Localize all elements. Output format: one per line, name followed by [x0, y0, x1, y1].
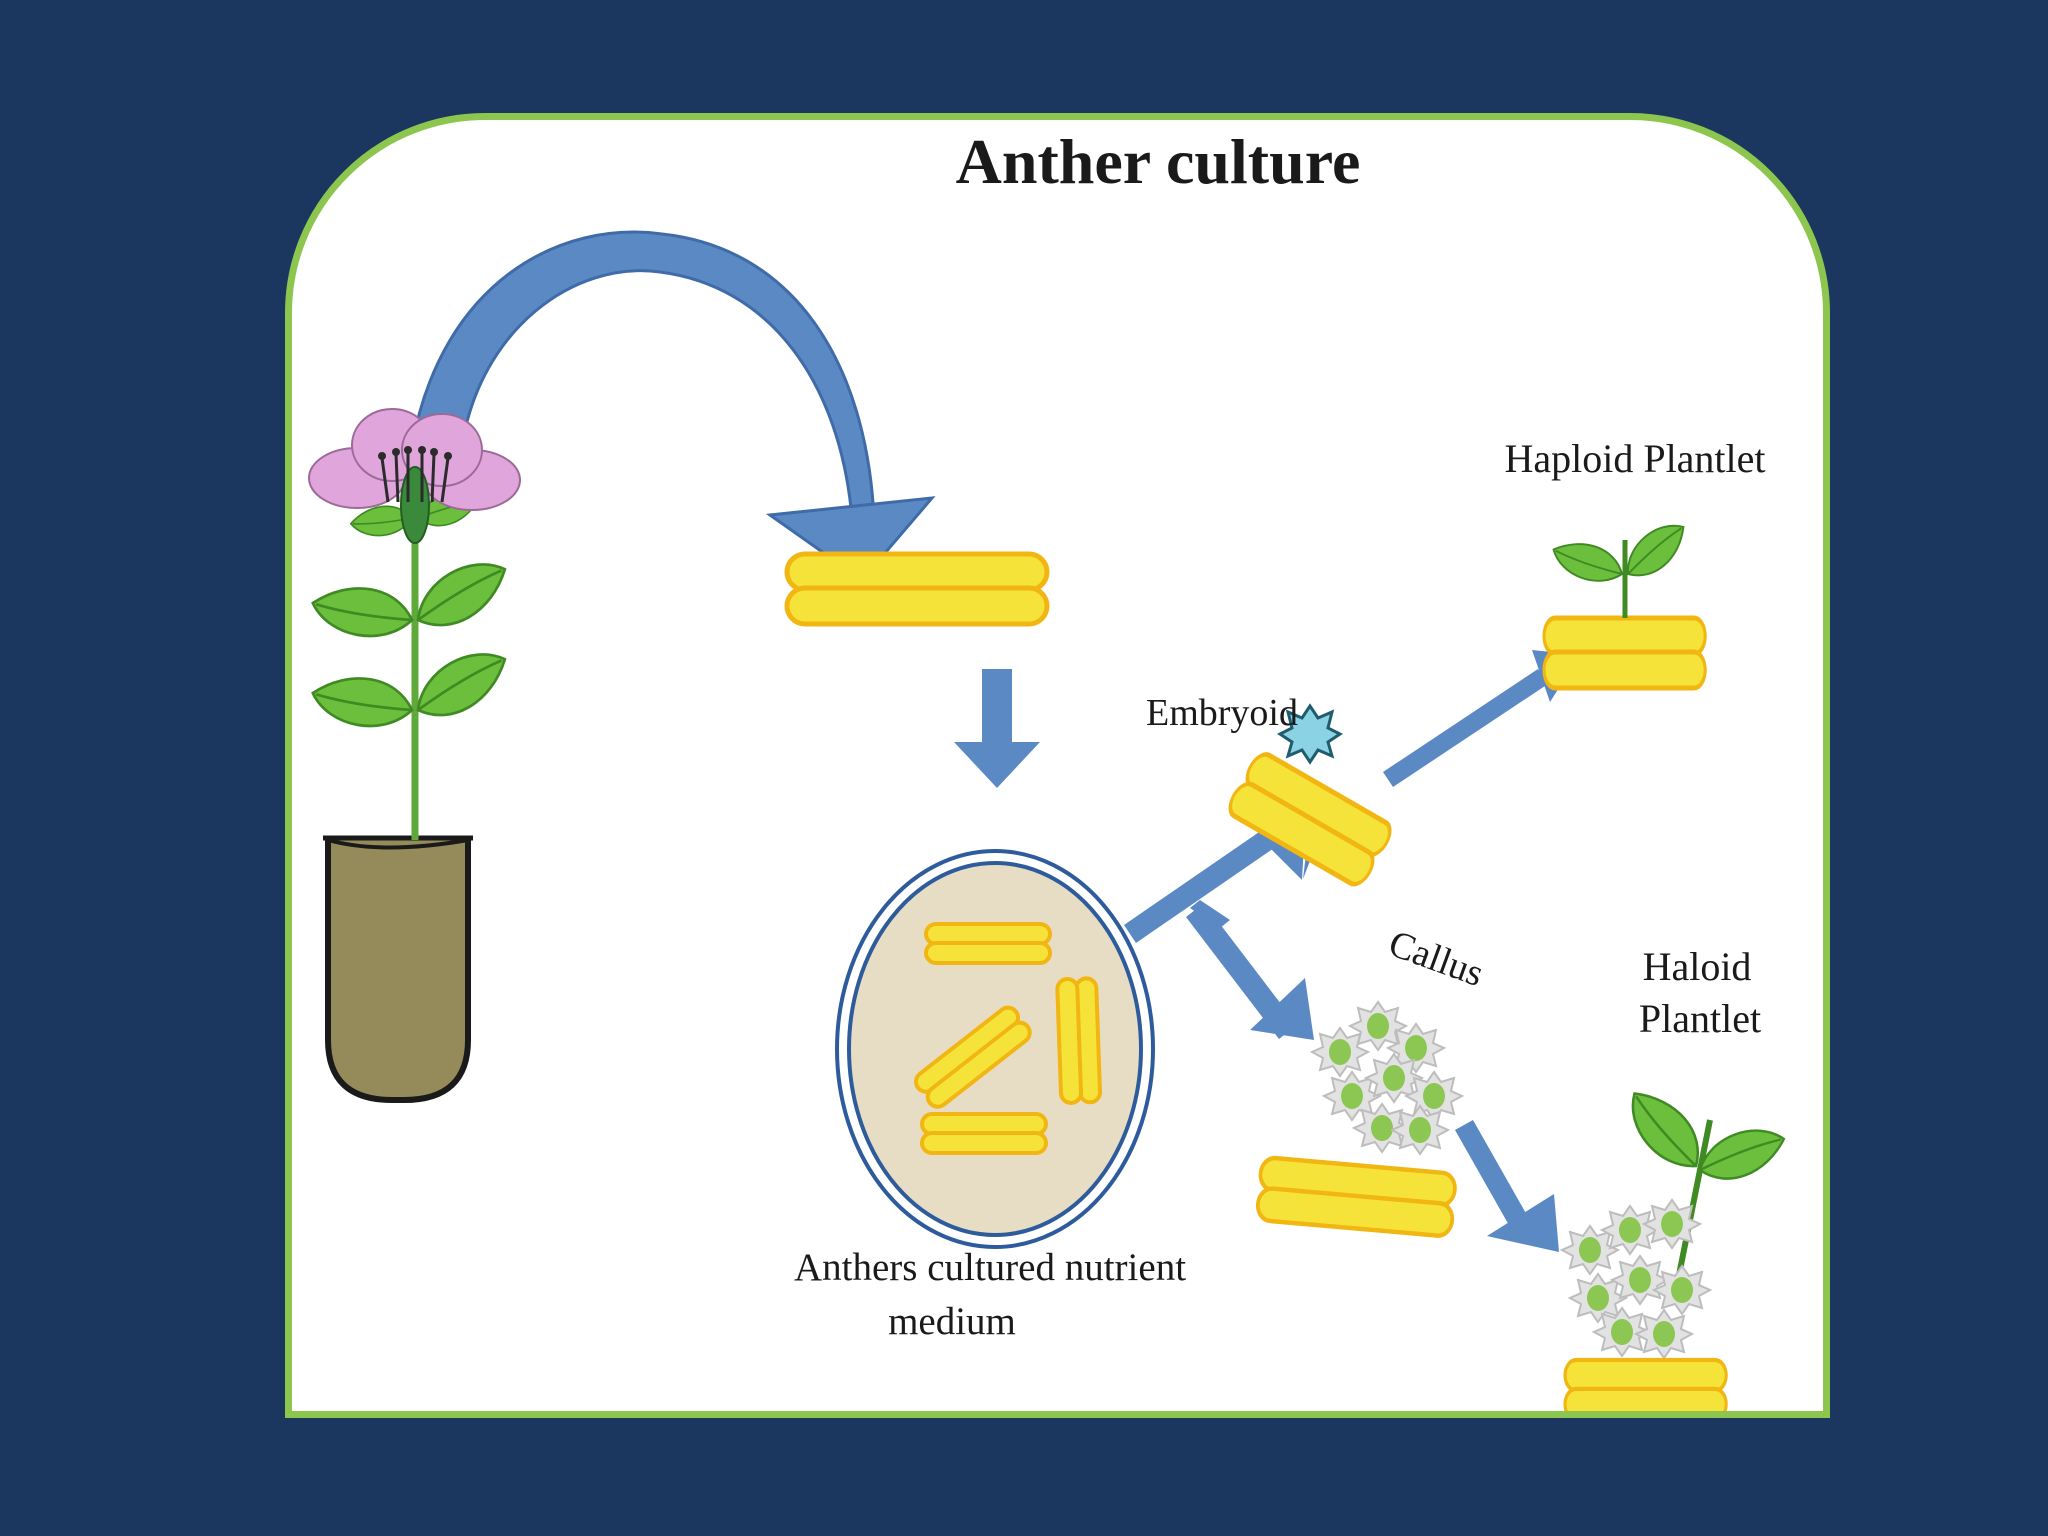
down-arrow-icon: [954, 669, 1040, 788]
embryoid-icon: [1277, 703, 1343, 765]
arrow-to-callus-icon: [1186, 903, 1314, 1040]
embryoid-label: Embryoid: [1146, 692, 1298, 734]
diagram-card: Anther culture: [285, 113, 1830, 1418]
callus-label: Callus: [1383, 922, 1489, 995]
curved-arrow-icon: [410, 230, 936, 583]
medium-label-line1: Anthers cultured nutrient: [794, 1246, 1186, 1289]
haploid-plantlet-label: Haploid Plantlet: [1504, 436, 1765, 481]
diagram-title: Anther culture: [956, 126, 1361, 197]
petri-dish-icon: [835, 849, 1155, 1249]
flowering-plant-icon: [306, 408, 521, 840]
haloid-label-line2: Plantlet: [1639, 996, 1761, 1041]
haloid-anther-icon: [1565, 1360, 1726, 1418]
haploid-anther-icon: [1544, 618, 1705, 688]
embryoid-anther-icon: [1225, 750, 1395, 889]
callus-icon: [1311, 1001, 1463, 1155]
haloid-plantlet-icon: [1561, 1076, 1791, 1359]
anther-icon: [787, 554, 1047, 624]
arrow-to-haloid-plantlet-icon: [1455, 1120, 1559, 1252]
test-tube-icon: [323, 835, 473, 1103]
medium-label-line2: medium: [888, 1300, 1016, 1343]
callus-anther-icon: [1257, 1157, 1457, 1237]
anther-culture-diagram: Anther culture: [306, 126, 1791, 1418]
branch-junction: [1190, 900, 1230, 928]
haploid-plantlet-icon: [1546, 516, 1697, 618]
haloid-label-line1: Haloid: [1643, 944, 1752, 989]
